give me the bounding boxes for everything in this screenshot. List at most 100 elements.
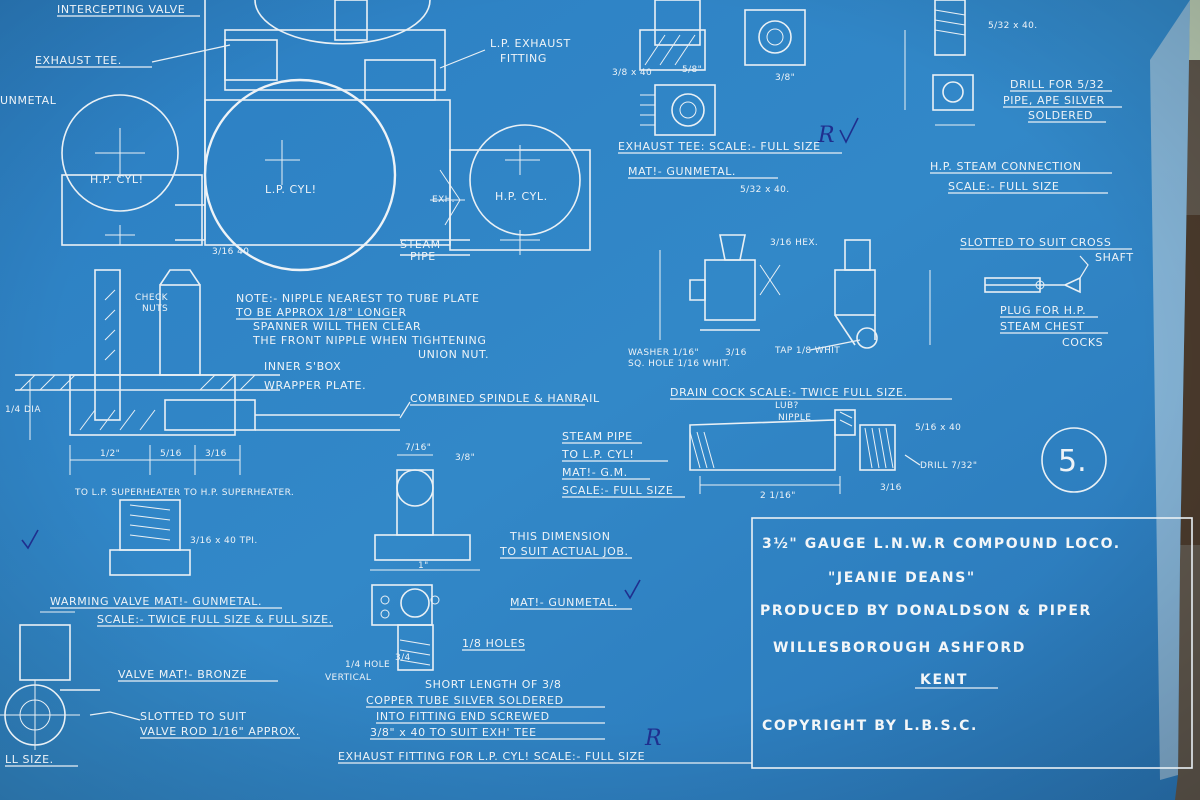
label-copper-3: 3/8" x 40 TO SUIT EXH' TEE bbox=[370, 726, 537, 739]
label-exhaust-tee: EXHAUST TEE. bbox=[35, 54, 122, 67]
sheet-number-circle bbox=[1041, 427, 1107, 493]
label-inner-sbox: INNER S'BOX bbox=[264, 360, 341, 373]
label-lp-cyl: L.P. CYL! bbox=[265, 183, 317, 196]
label-washer: WASHER 1/16" bbox=[628, 348, 699, 358]
exhaust-tee-labels: EXHAUST TEE: SCALE:- FULL SIZE MAT!- GUN… bbox=[612, 65, 842, 179]
label-lp-exhaust-1: L.P. EXHAUST bbox=[490, 37, 571, 50]
label-hp-thread: 5/32 x 40. bbox=[988, 21, 1038, 31]
label-short-length: SHORT LENGTH OF 3/8 bbox=[425, 678, 561, 691]
label-drill-7-32: DRILL 7/32" bbox=[920, 461, 977, 471]
pen-annotations: R R bbox=[21, 117, 859, 751]
label-lp-exhaust-2: FITTING bbox=[500, 52, 547, 65]
label-mat-gm: MAT!- G.M. bbox=[562, 466, 628, 479]
label-steam-chest: STEAM CHEST bbox=[1000, 320, 1084, 333]
dim-5-8: 5/8" bbox=[682, 65, 702, 75]
label-warming-scale: SCALE:- TWICE FULL SIZE & FULL SIZE. bbox=[97, 613, 333, 626]
dim-1-4dia: 1/4 DIA bbox=[5, 405, 41, 415]
label-nuts: NUTS bbox=[142, 304, 168, 314]
label-drill-for: DRILL FOR 5/32 bbox=[1010, 78, 1104, 91]
title-line-1: 3½" GAUGE L.N.W.R COMPOUND LOCO. bbox=[762, 536, 1121, 552]
label-copper-2: INTO FITTING END SCREWED bbox=[376, 710, 550, 723]
steam-pipe-lp bbox=[689, 409, 1107, 494]
pen-r-top: R bbox=[817, 123, 835, 148]
plug-hp-labels: SLOTTED TO SUIT CROSS SHAFT PLUG FOR H.P… bbox=[960, 236, 1134, 349]
label-copper-1: COPPER TUBE SILVER SOLDERED bbox=[366, 694, 564, 707]
label-cocks: COCKS bbox=[1062, 336, 1103, 349]
label-gunmetal-partial: UNMETAL bbox=[0, 94, 57, 107]
hp-steam-connection bbox=[904, 0, 975, 126]
title-line-2: "JEANIE DEANS" bbox=[828, 570, 976, 586]
exhaust-tee bbox=[639, 0, 806, 136]
label-drain-cock: DRAIN COCK SCALE:- TWICE FULL SIZE. bbox=[670, 386, 908, 399]
dim-7-16: 7/16" bbox=[405, 443, 431, 453]
label-check: CHECK bbox=[135, 293, 169, 303]
label-hole: 1/4 HOLE bbox=[345, 660, 390, 670]
title-block-frame bbox=[751, 517, 1193, 769]
title-line-5: KENT bbox=[920, 672, 968, 688]
exhaust-fitting-lp bbox=[370, 454, 480, 671]
label-steam: STEAM bbox=[400, 238, 441, 251]
label-wrapper-plate: WRAPPER PLATE. bbox=[264, 379, 366, 392]
hp-steam-labels: 5/32 x 40. DRILL FOR 5/32 PIPE, APE SILV… bbox=[930, 21, 1122, 194]
dim-5-32: 5/32 x 40. bbox=[740, 185, 790, 195]
dim-1-2: 1/2" bbox=[100, 449, 120, 459]
label-pipe: PIPE bbox=[410, 250, 436, 263]
cylinder-labels: INTERCEPTING VALVE EXHAUST TEE. L.P. EXH… bbox=[0, 3, 571, 263]
dim-1in: 1" bbox=[418, 561, 429, 571]
label-hp-steam-scale: SCALE:- FULL SIZE bbox=[948, 180, 1059, 193]
label-mat-gunmetal: MAT!- GUNMETAL. bbox=[510, 596, 618, 609]
label-this-dimension: THIS DIMENSION bbox=[509, 530, 611, 543]
dim-3-16: 3/16 bbox=[205, 449, 227, 459]
label-thread-40tpi: 3/16 x 40 TPI. bbox=[190, 536, 258, 546]
label-shaft: SHAFT bbox=[1095, 251, 1134, 264]
label-thread-3-8: 3/8 x 40 bbox=[612, 68, 652, 78]
label-suit-job: TO SUIT ACTUAL JOB. bbox=[499, 545, 629, 558]
dim-5-16: 5/16 bbox=[160, 449, 182, 459]
dim-3-8b: 3/8" bbox=[775, 73, 795, 83]
note-line-1: NOTE:- NIPPLE NEAREST TO TUBE PLATE bbox=[236, 292, 480, 305]
dim-2-1-16: 2 1/16" bbox=[760, 491, 796, 501]
label-tap-whit: TAP 1/8 WHIT bbox=[774, 346, 840, 356]
check-nut-labels: CHECK NUTS NOTE:- NIPPLE NEAREST TO TUBE… bbox=[5, 247, 600, 498]
label-hp-cyl-left: H.P. CYL! bbox=[90, 173, 144, 186]
pen-r-bottom: R bbox=[644, 726, 662, 751]
label-superheater: TO L.P. SUPERHEATER TO H.P. SUPERHEATER. bbox=[74, 488, 294, 498]
label-thread-5-16: 5/16 x 40 bbox=[915, 423, 961, 433]
title-block: 3½" GAUGE L.N.W.R COMPOUND LOCO. "JEANIE… bbox=[751, 517, 1193, 769]
label-thread-3-16-40: 3/16 40 bbox=[212, 247, 249, 257]
label-sq-hole: SQ. HOLE 1/16 WHIT. bbox=[628, 359, 730, 369]
label-pipe-silver: PIPE, APE SILVER bbox=[1003, 94, 1105, 107]
label-steam-pipe-scale: SCALE:- FULL SIZE bbox=[562, 484, 673, 497]
note-line-5: UNION NUT. bbox=[418, 348, 489, 361]
label-plug-hp: PLUG FOR H.P. bbox=[1000, 304, 1086, 317]
label-warming-valve: WARMING VALVE MAT!- GUNMETAL. bbox=[50, 595, 262, 608]
label-steam-pipe: STEAM PIPE bbox=[562, 430, 633, 443]
label-hp-steam-conn: H.P. STEAM CONNECTION bbox=[930, 160, 1082, 173]
label-holes: 1/8 HOLES bbox=[462, 637, 526, 650]
label-valve-bronze: VALVE MAT!- BRONZE bbox=[118, 668, 247, 681]
drain-cock-labels: 5/32 x 40. 3/16 HEX. WASHER 1/16" SQ. HO… bbox=[628, 185, 952, 400]
label-combined-spindle: COMBINED SPINDLE & HANRAIL bbox=[410, 392, 600, 405]
label-exh: EXH. bbox=[432, 195, 455, 205]
note-line-4: THE FRONT NIPPLE WHEN TIGHTENING bbox=[252, 334, 487, 347]
label-hex: 3/16 HEX. bbox=[770, 238, 818, 248]
label-to-lp: TO L.P. CYL! bbox=[561, 448, 634, 461]
cylinder-assembly bbox=[61, 0, 591, 272]
label-hp-cyl-right: H.P. CYL. bbox=[495, 190, 548, 203]
steam-pipe-labels: STEAM PIPE TO L.P. CYL! MAT!- G.M. SCALE… bbox=[561, 401, 1087, 501]
label-intercepting-valve: INTERCEPTING VALVE bbox=[57, 3, 185, 16]
plug-hp bbox=[984, 255, 1089, 294]
label-nipple: NIPPLE bbox=[778, 413, 811, 423]
label-full-size: LL SIZE. bbox=[5, 753, 54, 766]
label-exhaust-tee-scale: EXHAUST TEE: SCALE:- FULL SIZE bbox=[618, 140, 821, 153]
note-line-2: TO BE APPROX 1/8" LONGER bbox=[235, 306, 407, 319]
note-line-3: SPANNER WILL THEN CLEAR bbox=[253, 320, 421, 333]
label-lub: LUB? bbox=[775, 401, 799, 411]
check-nut-assembly bbox=[15, 269, 400, 475]
label-valve-rod: VALVE ROD 1/16" APPROX. bbox=[140, 725, 300, 738]
dim-3-16b: 3/16 bbox=[725, 348, 747, 358]
drain-cock bbox=[659, 234, 931, 349]
label-exhaust-fitting: EXHAUST FITTING FOR L.P. CYL! SCALE:- FU… bbox=[338, 750, 645, 763]
label-slotted-cross: SLOTTED TO SUIT CROSS bbox=[960, 236, 1111, 249]
